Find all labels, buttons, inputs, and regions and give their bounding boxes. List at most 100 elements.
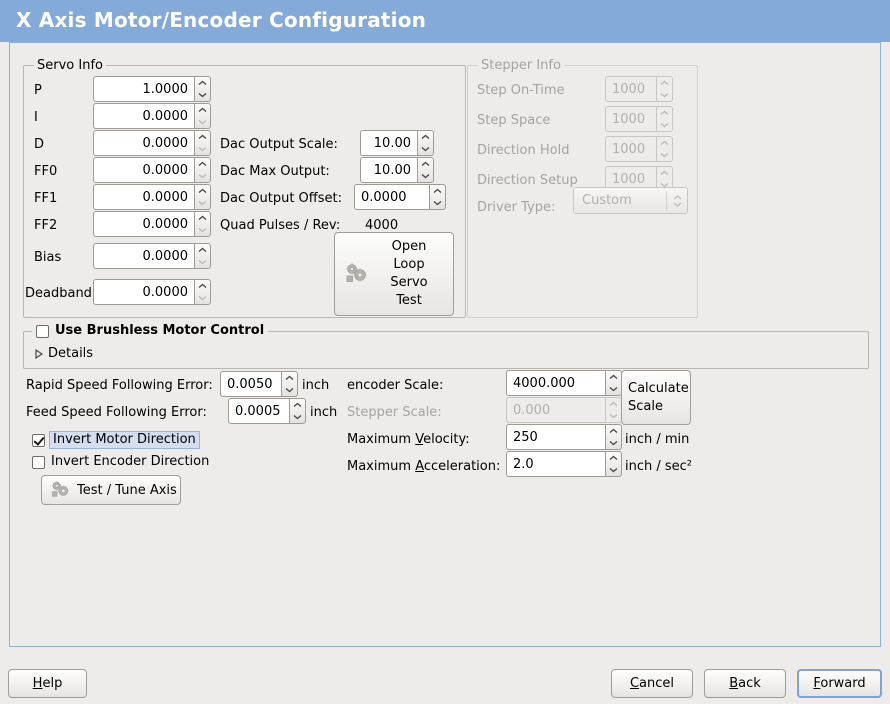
dac-max-output-value[interactable]: 10.00	[360, 157, 417, 183]
servo-spin-ff2-buttons[interactable]	[194, 211, 211, 237]
servo-label-ff1: FF1	[34, 191, 58, 206]
help-mnemonic: H	[32, 676, 43, 691]
calculate-scale-button[interactable]: Calculate Scale	[621, 370, 691, 425]
feed-speed-spin-buttons[interactable]	[289, 398, 306, 424]
chevron-right-icon[interactable]	[34, 348, 44, 359]
cancel-button[interactable]: Cancel	[611, 669, 693, 698]
maximum-velocity-spin[interactable]: 250	[506, 424, 622, 450]
servo-spin-ff1-value[interactable]: 0.0000	[93, 184, 194, 210]
spin-up-icon[interactable]	[195, 244, 210, 256]
spin-up-icon[interactable]	[606, 371, 621, 383]
servo-spin-ff0-buttons[interactable]	[194, 157, 211, 183]
servo-spin-ff1-buttons[interactable]	[194, 184, 211, 210]
forward-button[interactable]: Forward	[797, 669, 882, 698]
servo-spin-ff1[interactable]: 0.0000	[93, 184, 211, 210]
encoder-scale-spin[interactable]: 4000.000	[506, 370, 622, 396]
spin-up-icon[interactable]	[418, 131, 433, 143]
spin-down-icon[interactable]	[195, 170, 210, 182]
spin-up-icon[interactable]	[195, 158, 210, 170]
spin-up-icon[interactable]	[195, 185, 210, 197]
spin-up-icon[interactable]	[195, 77, 210, 89]
servo-spin-i-value[interactable]: 0.0000	[93, 103, 194, 129]
dac-output-scale-buttons[interactable]	[417, 130, 434, 156]
open-loop-servo-test-button[interactable]: Open Loop Servo Test	[334, 232, 454, 316]
spin-up-icon[interactable]	[606, 425, 621, 437]
dac-output-scale-value[interactable]: 10.00	[360, 130, 417, 156]
spin-down-icon[interactable]	[195, 256, 210, 268]
dac-output-offset-value[interactable]: 0.0000	[354, 184, 429, 210]
servo-spin-bias-value[interactable]: 0.0000	[93, 243, 194, 269]
spin-up-icon[interactable]	[290, 399, 305, 411]
spin-down-icon[interactable]	[290, 411, 305, 423]
spin-down-icon[interactable]	[195, 116, 210, 128]
servo-spin-i[interactable]: 0.0000	[93, 103, 211, 129]
invert-motor-direction-checkbox[interactable]: Invert Motor Direction	[32, 431, 200, 449]
spin-down-icon[interactable]	[606, 464, 621, 476]
spin-down-icon[interactable]	[195, 143, 210, 155]
spin-up-icon[interactable]	[282, 372, 297, 384]
rapid-speed-spin-buttons[interactable]	[281, 371, 298, 397]
dac-output-offset-spin[interactable]: 0.0000	[354, 184, 446, 210]
spin-down-icon[interactable]	[430, 197, 445, 209]
servo-spin-deadband-value[interactable]: 0.0000	[93, 279, 194, 305]
servo-spin-i-buttons[interactable]	[194, 103, 211, 129]
maximum-velocity-buttons[interactable]	[605, 424, 622, 450]
spin-down-icon[interactable]	[418, 143, 433, 155]
checkbox-box[interactable]	[32, 455, 45, 469]
dac-output-scale-spin[interactable]: 10.00	[360, 130, 434, 156]
servo-spin-bias-buttons[interactable]	[194, 243, 211, 269]
rapid-speed-following-error-value[interactable]: 0.0050	[220, 371, 281, 397]
checkbox-box[interactable]	[32, 433, 45, 447]
spin-down-icon[interactable]	[195, 292, 210, 304]
maximum-velocity-value[interactable]: 250	[506, 424, 605, 450]
spin-down-icon[interactable]	[418, 170, 433, 182]
servo-spin-ff0[interactable]: 0.0000	[93, 157, 211, 183]
servo-spin-deadband[interactable]: 0.0000	[93, 279, 211, 305]
servo-spin-d[interactable]: 0.0000	[93, 130, 211, 156]
spin-down-icon[interactable]	[195, 89, 210, 101]
servo-spin-ff0-value[interactable]: 0.0000	[93, 157, 194, 183]
servo-spin-p-value[interactable]: 1.0000	[93, 76, 194, 102]
maximum-acceleration-value[interactable]: 2.0	[506, 451, 605, 477]
servo-spin-d-buttons[interactable]	[194, 130, 211, 156]
spin-down-icon[interactable]	[195, 224, 210, 236]
servo-spin-d-value[interactable]: 0.0000	[93, 130, 194, 156]
test-tune-axis-button[interactable]: Test / Tune Axis	[41, 475, 181, 505]
spin-down-icon[interactable]	[606, 437, 621, 449]
servo-spin-ff2[interactable]: 0.0000	[93, 211, 211, 237]
spin-up-icon[interactable]	[195, 104, 210, 116]
step-on-time-value: 1000	[605, 76, 656, 102]
invert-encoder-direction-checkbox[interactable]: Invert Encoder Direction	[32, 454, 209, 470]
spin-up-icon[interactable]	[195, 131, 210, 143]
use-brushless-motor-control-checkbox[interactable]: Use Brushless Motor Control	[32, 323, 269, 339]
spin-down-icon[interactable]	[195, 197, 210, 209]
encoder-scale-value[interactable]: 4000.000	[506, 370, 605, 396]
encoder-scale-buttons[interactable]	[605, 370, 622, 396]
dac-max-output-spin[interactable]: 10.00	[360, 157, 434, 183]
rapid-speed-following-error-spin[interactable]: 0.0050	[220, 371, 298, 397]
help-button[interactable]: Help	[8, 669, 87, 698]
checkbox-box[interactable]	[36, 324, 49, 338]
spin-up-icon[interactable]	[195, 212, 210, 224]
servo-spin-p-buttons[interactable]	[194, 76, 211, 102]
dac-max-output-buttons[interactable]	[417, 157, 434, 183]
servo-spin-p[interactable]: 1.0000	[93, 76, 211, 102]
spin-up-icon[interactable]	[606, 452, 621, 464]
spin-down-icon[interactable]	[282, 384, 297, 396]
spin-up-icon[interactable]	[430, 185, 445, 197]
servo-spin-ff2-value[interactable]: 0.0000	[93, 211, 194, 237]
maximum-acceleration-spin[interactable]: 2.0	[506, 451, 622, 477]
maximum-acceleration-buttons[interactable]	[605, 451, 622, 477]
dac-output-offset-buttons[interactable]	[429, 184, 446, 210]
feed-speed-following-error-spin[interactable]: 0.0005	[228, 398, 306, 424]
details-expander[interactable]: Details	[34, 346, 93, 361]
servo-spin-bias[interactable]: 0.0000	[93, 243, 211, 269]
back-button[interactable]: Back	[704, 669, 786, 698]
spin-up-icon[interactable]	[418, 158, 433, 170]
servo-spin-deadband-buttons[interactable]	[194, 279, 211, 305]
spin-down-icon[interactable]	[606, 383, 621, 395]
spin-up-icon[interactable]	[195, 280, 210, 292]
feed-speed-following-error-value[interactable]: 0.0005	[228, 398, 289, 424]
step-space-label: Step Space	[477, 113, 551, 128]
step-space-buttons	[656, 106, 673, 132]
